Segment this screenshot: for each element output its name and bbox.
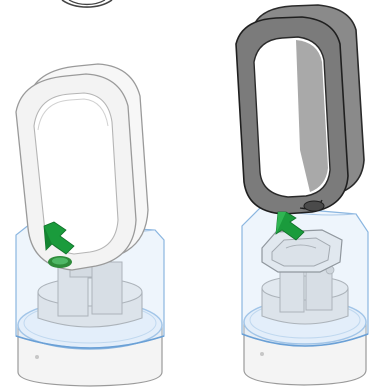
left-panel [16, 64, 164, 386]
right-panel [236, 5, 368, 385]
right-loop-amplifier [236, 5, 364, 214]
left-loop-amplifier [16, 64, 148, 270]
right-tank [242, 206, 368, 346]
step-badge-icon [62, 0, 112, 7]
